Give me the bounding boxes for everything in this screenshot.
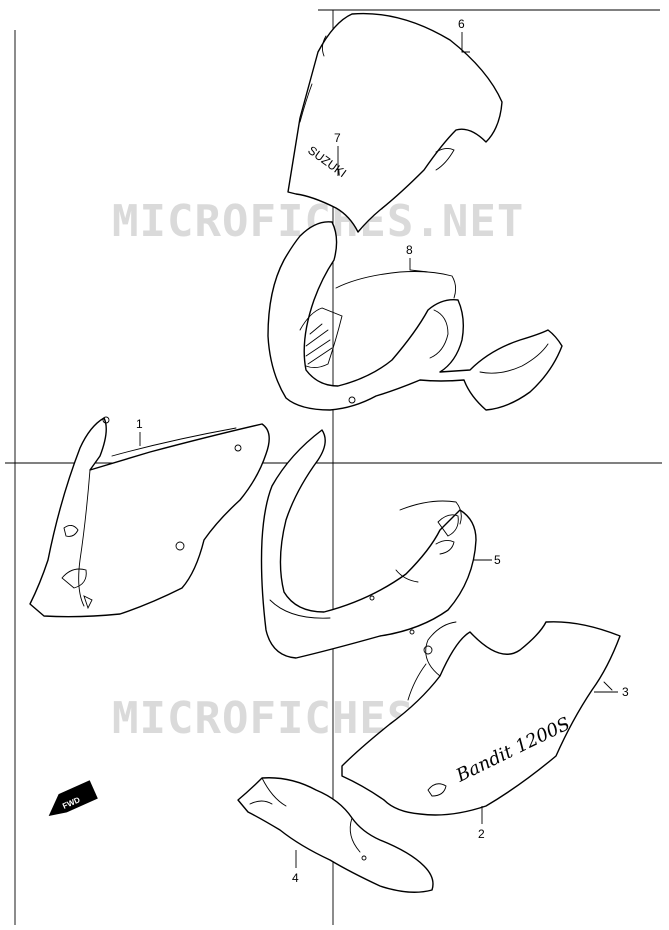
part-8-inner-cowl bbox=[267, 221, 563, 411]
callout-4: 4 bbox=[292, 871, 299, 885]
part-1-side-panel bbox=[29, 416, 270, 618]
part-4-under-cowl bbox=[237, 777, 434, 893]
callout-7: 7 bbox=[334, 131, 341, 145]
part-6-windscreen: SUZUKI bbox=[287, 12, 503, 233]
callouts: 6 7 8 1 5 3 2 4 bbox=[136, 17, 629, 885]
callout-6: 6 bbox=[458, 17, 465, 31]
fwd-arrow-icon: FWD bbox=[48, 780, 98, 817]
part-2-lower-cowl: Bandit 1200S bbox=[341, 621, 621, 816]
callout-2: 2 bbox=[478, 827, 485, 841]
callout-5: 5 bbox=[494, 553, 501, 567]
leader-lines bbox=[139, 32, 618, 868]
callout-3: 3 bbox=[622, 685, 629, 699]
callout-8: 8 bbox=[406, 243, 413, 257]
part-5-front-fairing bbox=[260, 429, 477, 659]
callout-1: 1 bbox=[136, 417, 143, 431]
